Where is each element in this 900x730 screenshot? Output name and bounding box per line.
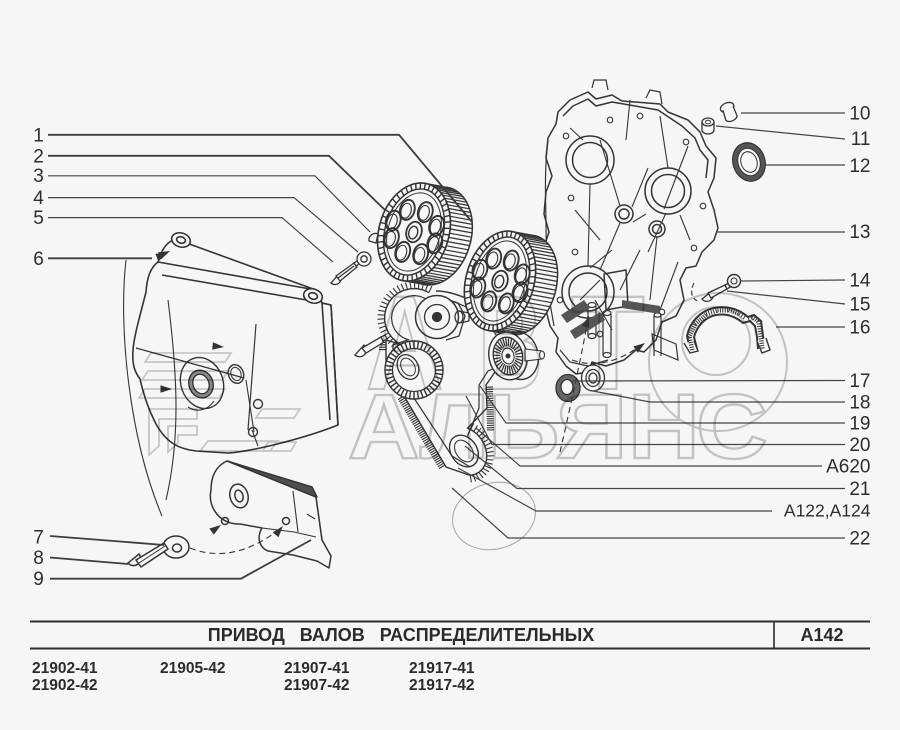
svg-text:10: 10: [849, 104, 870, 125]
svg-text:4: 4: [33, 188, 44, 209]
svg-text:А620: А620: [826, 457, 870, 478]
svg-text:21907-42: 21907-42: [284, 677, 350, 694]
svg-text:13: 13: [849, 222, 870, 243]
svg-text:17: 17: [849, 371, 870, 392]
svg-text:3: 3: [33, 166, 44, 187]
svg-text:9: 9: [33, 569, 44, 590]
svg-text:12: 12: [849, 156, 870, 177]
svg-text:21: 21: [849, 479, 870, 500]
svg-text:15: 15: [849, 295, 870, 316]
svg-text:18: 18: [849, 393, 870, 414]
svg-text:6: 6: [33, 249, 44, 270]
svg-text:21917-41: 21917-41: [409, 660, 475, 677]
svg-text:20: 20: [849, 435, 870, 456]
svg-text:7: 7: [33, 528, 44, 549]
svg-text:1: 1: [33, 126, 44, 147]
svg-text:Л: Л: [420, 375, 490, 478]
svg-text:21902-41: 21902-41: [32, 660, 98, 677]
svg-text:ПРИВОД ВАЛОВ РАСПРЕДЕЛИТЕЛЬНЫХ: ПРИВОД ВАЛОВ РАСПРЕДЕЛИТЕЛЬНЫХ: [208, 625, 595, 645]
svg-text:22: 22: [849, 529, 870, 550]
svg-text:А: А: [348, 375, 420, 478]
svg-text:21917-42: 21917-42: [409, 677, 475, 694]
svg-text:С: С: [696, 375, 768, 478]
svg-text:Я: Я: [556, 375, 627, 478]
svg-text:А142: А142: [800, 625, 843, 645]
svg-text:14: 14: [849, 271, 871, 292]
svg-text:11: 11: [851, 129, 871, 150]
svg-text:2: 2: [33, 147, 44, 168]
svg-text:19: 19: [849, 414, 870, 435]
svg-text:А122,А124: А122,А124: [784, 501, 871, 521]
svg-text:Ь: Ь: [488, 375, 559, 478]
svg-text:21902-42: 21902-42: [32, 677, 98, 694]
svg-text:5: 5: [33, 208, 44, 229]
svg-text:А: А: [366, 268, 443, 418]
svg-text:8: 8: [33, 548, 44, 569]
svg-text:В: В: [478, 269, 543, 418]
svg-text:21907-41: 21907-41: [284, 660, 350, 677]
svg-text:Т: Т: [571, 269, 645, 418]
svg-text:21905-42: 21905-42: [160, 660, 226, 677]
svg-text:Н: Н: [628, 375, 700, 478]
svg-text:16: 16: [849, 318, 870, 339]
